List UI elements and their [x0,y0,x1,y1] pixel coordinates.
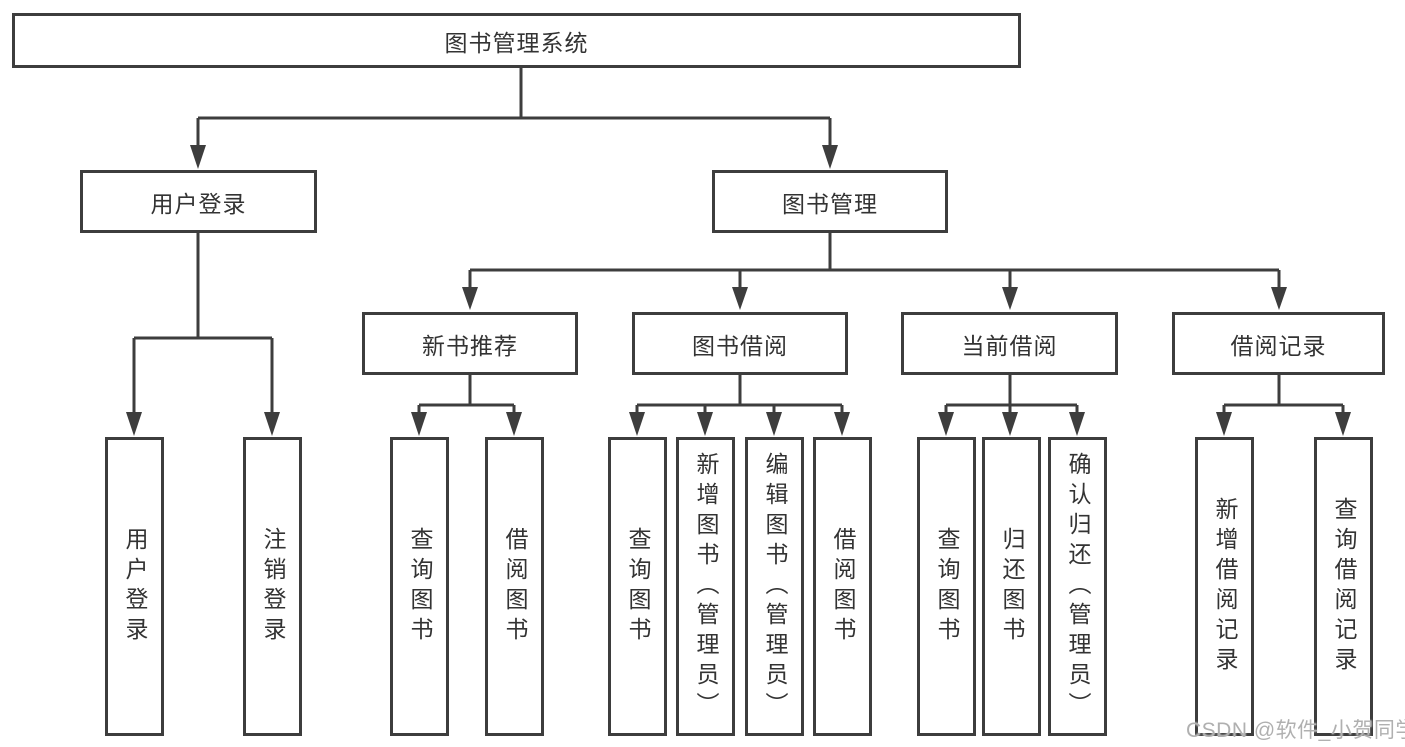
node-borrow-records-label: 借阅记录 [1230,332,1327,359]
leaf-return-books-label: 归还图书 [999,526,1025,647]
leaf-logout-label: 注销登录 [260,526,286,647]
csdn-watermark: CSDN @软件_小贺同学 [1186,719,1405,742]
node-new-book-recommend-label: 新书推荐 [422,332,518,359]
leaf-user-login: 用户登录 [105,437,164,736]
leaf-query-books-borrow-label: 查询图书 [625,526,651,647]
leaf-query-books-current-label: 查询图书 [934,526,960,647]
leaf-borrow-books-recommend: 借阅图书 [485,437,544,736]
leaf-query-books-current: 查询图书 [917,437,976,736]
leaf-borrow-books: 借阅图书 [813,437,872,736]
leaf-query-books-recommend: 查询图书 [390,437,449,736]
leaf-query-books-borrow: 查询图书 [608,437,667,736]
node-book-management: 图书管理 [712,170,948,233]
node-current-borrow-label: 当前借阅 [961,332,1058,359]
node-root: 图书管理系统 [12,13,1021,68]
node-user-login-label: 用户登录 [150,190,247,217]
node-borrow-records: 借阅记录 [1172,312,1385,375]
leaf-add-borrow-record-label: 新增借阅记录 [1212,496,1238,677]
leaf-confirm-return-admin: 确认归还（管理员） [1048,437,1107,736]
node-book-borrow-label: 图书借阅 [692,332,788,359]
node-current-borrow: 当前借阅 [901,312,1118,375]
node-new-book-recommend: 新书推荐 [362,312,578,375]
node-user-login: 用户登录 [80,170,317,233]
leaf-query-books-recommend-label: 查询图书 [407,526,433,647]
node-book-borrow: 图书借阅 [632,312,848,375]
leaf-edit-book-admin-label: 编辑图书（管理员） [762,451,788,722]
leaf-add-book-admin: 新增图书（管理员） [676,437,735,736]
leaf-query-borrow-record-label: 查询借阅记录 [1331,496,1357,677]
leaf-add-borrow-record: 新增借阅记录 [1195,437,1254,736]
node-root-label: 图书管理系统 [444,29,589,56]
leaf-borrow-books-label: 借阅图书 [830,526,856,647]
leaf-return-books: 归还图书 [982,437,1041,736]
leaf-query-borrow-record: 查询借阅记录 [1314,437,1373,736]
leaf-confirm-return-admin-label: 确认归还（管理员） [1065,451,1091,722]
node-book-management-label: 图书管理 [782,190,878,217]
leaf-logout: 注销登录 [243,437,302,736]
leaf-borrow-books-recommend-label: 借阅图书 [502,526,528,647]
leaf-add-book-admin-label: 新增图书（管理员） [693,451,719,722]
leaf-user-login-label: 用户登录 [122,526,148,647]
leaf-edit-book-admin: 编辑图书（管理员） [745,437,804,736]
